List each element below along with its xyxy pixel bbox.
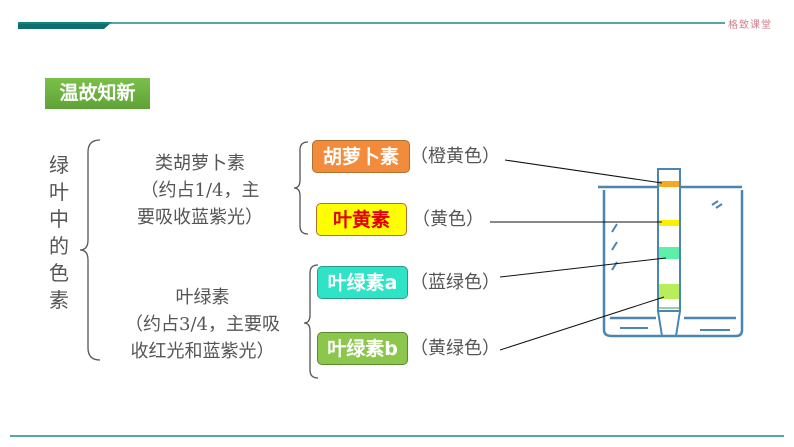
- root-char: 素: [49, 288, 69, 312]
- brace-root: [79, 139, 101, 361]
- group-name: 叶绿素: [175, 287, 230, 308]
- chromatography-strip: [657, 168, 681, 337]
- root-char: 绿: [49, 153, 69, 177]
- pigment-carotene: 胡萝卜素: [312, 140, 410, 173]
- color-xanthophyll: （黄色）: [412, 209, 484, 230]
- root-char: 的: [49, 234, 69, 258]
- brace-carotenoid: [293, 141, 309, 235]
- band-chlorophyll-b: [659, 284, 679, 299]
- group-note: （约占3/4，主要吸: [125, 314, 280, 335]
- band-xanthophyll: [659, 220, 679, 226]
- root-char: 叶: [49, 180, 69, 204]
- group-note: 收红光和蓝紫光）: [130, 341, 275, 362]
- color-chlorophyll-a: （蓝绿色）: [410, 272, 500, 293]
- pigment-xanthophyll: 叶黄素: [316, 203, 407, 236]
- section-badge: 温故知新: [45, 78, 150, 109]
- group-note: 要吸收蓝紫光）: [137, 207, 263, 228]
- band-chlorophyll-a: [659, 247, 679, 259]
- color-chlorophyll-b: （黄绿色）: [410, 338, 500, 359]
- pigment-chlorophyll-b: 叶绿素b: [317, 332, 408, 365]
- color-carotene: （橙黄色）: [410, 146, 500, 167]
- group-note: （约占1/4，主: [140, 180, 260, 201]
- beaker: [598, 185, 744, 338]
- group-carotenoid: 类胡萝卜素 （约占1/4，主 要吸收蓝紫光）: [105, 150, 295, 231]
- pointer-carotene: [504, 159, 663, 184]
- band-carotene: [659, 181, 679, 187]
- brand-label: 格致课堂: [728, 20, 772, 31]
- brace-chlorophyll: [303, 264, 319, 379]
- root-label: 绿 叶 中 的 色 素: [48, 152, 70, 314]
- group-name: 类胡萝卜素: [155, 153, 245, 174]
- pointer-chlorophyll-b: [499, 296, 665, 351]
- pointer-chlorophyll-a: [499, 257, 667, 278]
- root-char: 色: [49, 261, 69, 285]
- root-char: 中: [49, 207, 69, 231]
- group-chlorophyll: 叶绿素 （约占3/4，主要吸 收红光和蓝紫光）: [100, 284, 305, 365]
- pigment-chlorophyll-a: 叶绿素a: [317, 266, 408, 299]
